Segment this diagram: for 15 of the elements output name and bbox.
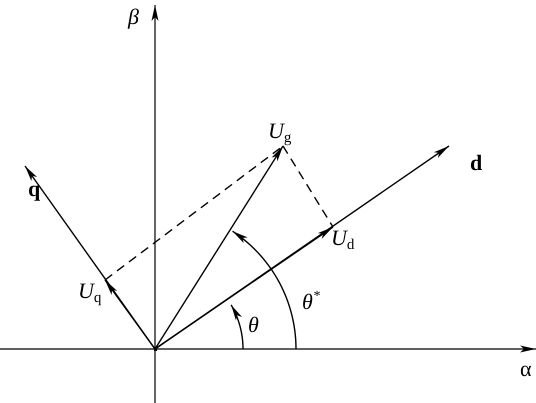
vector-arrow (154, 226, 334, 350)
vector-label: U$_{q}$ (78, 280, 102, 306)
vector-label: U$_{d}$ (331, 227, 354, 253)
vector-label: U$_{g}$ (268, 120, 292, 146)
angle-label: θ$^{*}$ (302, 290, 320, 313)
dashed-line (104, 145, 284, 281)
axis-label: α (520, 358, 532, 380)
origin-point (154, 348, 157, 351)
axis-label: β (128, 6, 139, 28)
angle-label: θ (248, 314, 259, 336)
axis-label: d (470, 152, 482, 174)
vector-arrow (104, 280, 156, 350)
dashed-line (282, 146, 334, 228)
axis-label: q (28, 178, 40, 200)
vector-arrow (154, 146, 284, 350)
